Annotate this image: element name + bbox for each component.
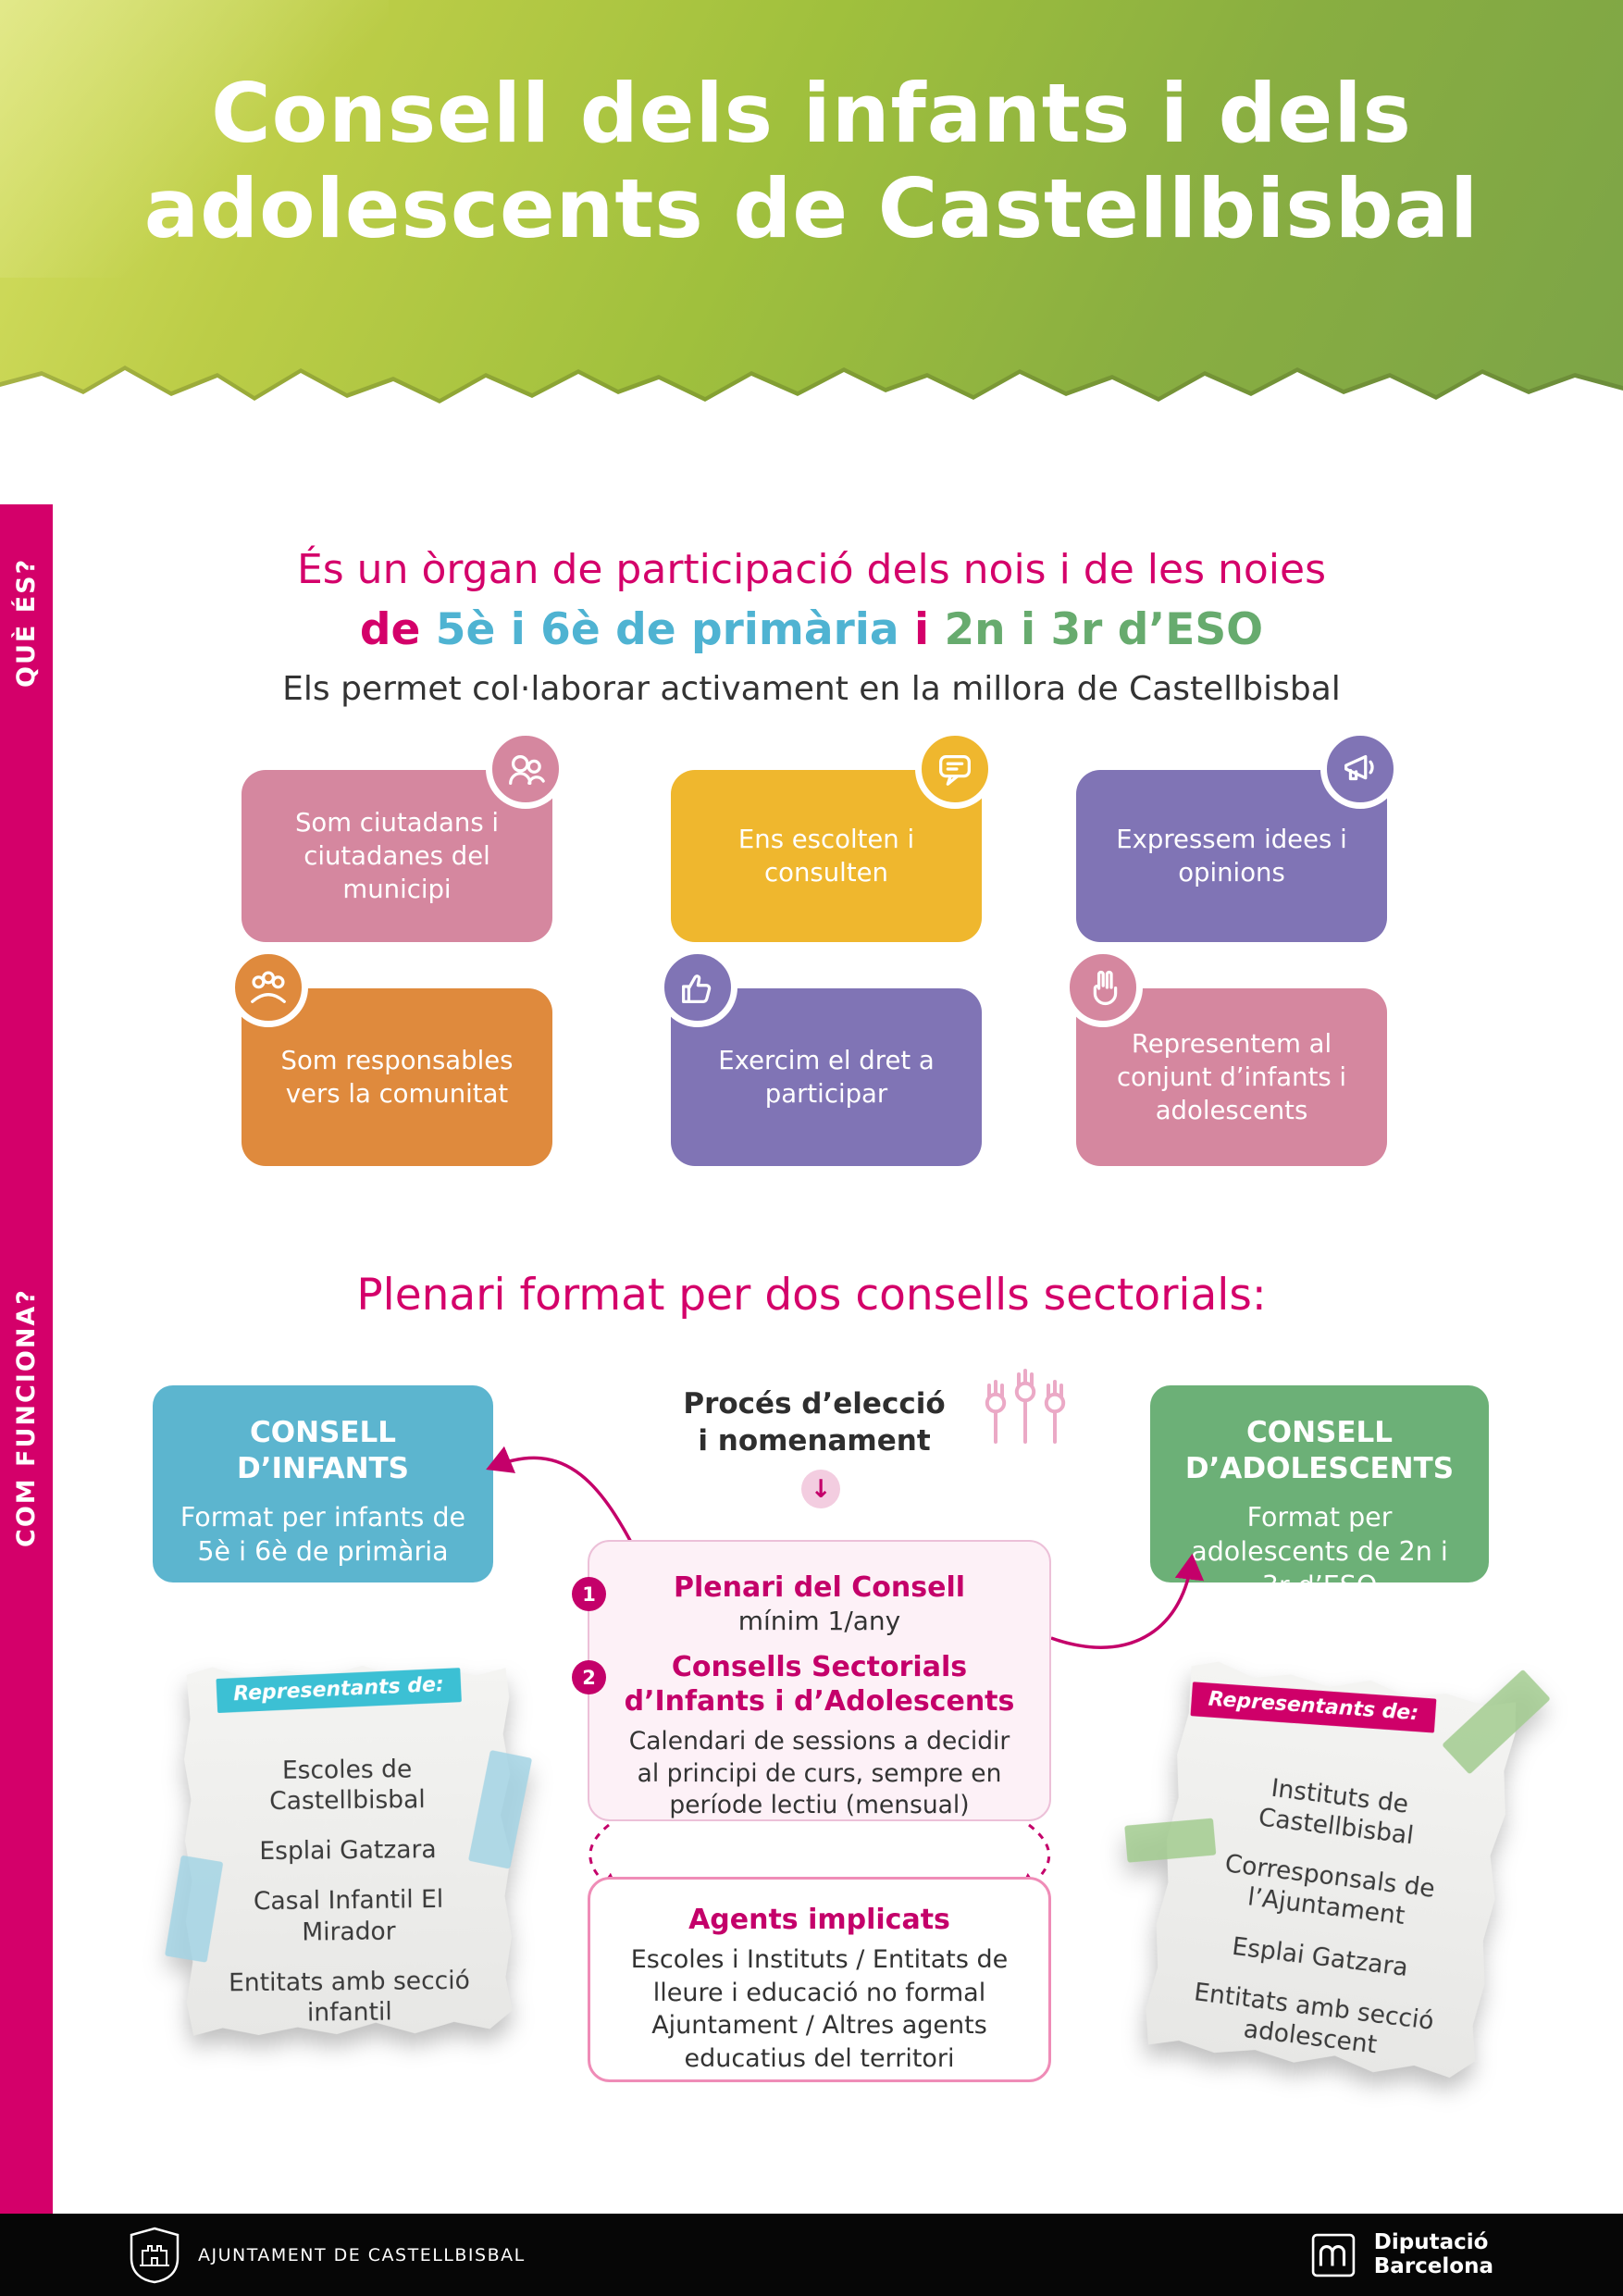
diputacio-line2: Barcelona (1373, 2253, 1493, 2278)
group-icon (229, 948, 308, 1027)
intro-line2: de 5è i 6è de primària i 2n i 3r d’ESO (0, 604, 1623, 655)
card-exercim: Exercim el dret a participar (658, 948, 982, 1166)
diputacio-icon (1311, 2233, 1355, 2277)
plenari-item2-body: Calendari de sessions a decidir al princ… (628, 1727, 1010, 1820)
note-adolescents: Representants de: Instituts de Castellbi… (1124, 1658, 1551, 2085)
page-title-line1: Consell dels infants i dels (211, 66, 1412, 161)
section2-heading: Plenari format per dos consells sectoria… (356, 1270, 1267, 1321)
list-item: Corresponsals de l’Ajuntament (1223, 1849, 1437, 1931)
page-title-line2: adolescents de Castellbisbal (143, 160, 1480, 256)
intro-line2-i: i (898, 604, 945, 655)
intro-subtitle: Els permet col·laborar activament en la … (282, 670, 1341, 708)
card-responsables: Som responsables vers la comunitat (229, 948, 552, 1166)
thumbs-up-icon (658, 948, 737, 1027)
step-1-badge: 1 (572, 1577, 606, 1611)
list-item: Casal Infantil El Mirador (253, 1885, 444, 1947)
consell-infants-box: CONSELL D’INFANTS Format per infants de … (153, 1385, 493, 1582)
list-item: Entitats amb secció adolescent (1192, 1977, 1436, 2060)
plenari-item1-title: Plenari del Consell (673, 1571, 966, 1604)
diputacio-label: Diputació Barcelona (1373, 2229, 1493, 2279)
diputacio-line1: Diputació (1373, 2229, 1489, 2254)
card-ciutadans-label: Som ciutadans i ciutadanes del municipi (294, 807, 500, 905)
raised-hands-icon (985, 1369, 1066, 1444)
process-title-line1: Procés d’elecció (683, 1387, 946, 1421)
plenari-item2-title: Consells Sectorials d’Infants i d’Adoles… (624, 1651, 1015, 1718)
card-expressem: Expressem idees i opinions (1076, 729, 1400, 942)
consell-infants-body: Format per infants de 5è i 6è de primàri… (180, 1501, 466, 1567)
intro-line2-de: de (359, 604, 436, 655)
list-item: Esplai Gatzara (259, 1835, 437, 1867)
plenari-item1-body: mínim 1/any (737, 1606, 901, 1636)
agents-body: Escoles i Instituts / Entitats de lleure… (630, 1945, 1009, 2073)
process-title-line2: i nomenament (698, 1424, 931, 1458)
ajuntament-logo: AJUNTAMENT DE CASTELLBISBAL (130, 2227, 526, 2284)
card-exercim-label: Exercim el dret a participar (718, 1045, 935, 1109)
intro-line2-eso: 2n i 3r d’ESO (944, 604, 1264, 655)
card-ciutadans: Som ciutadans i ciutadanes del municipi (242, 729, 565, 942)
process-title: Procés d’elecció i nomenament (638, 1385, 990, 1460)
consell-adolescents-body: Format per adolescents de 2n i 3r d’ESO (1191, 1501, 1448, 1601)
card-responsables-label: Som responsables vers la comunitat (280, 1045, 514, 1109)
card-representem-label: Representem al conjunt d’infants i adole… (1116, 1028, 1347, 1126)
people-icon (486, 729, 565, 809)
agents-box: Agents implicats Escoles i Instituts / E… (588, 1877, 1051, 2082)
castle-shield-icon (130, 2227, 180, 2283)
diputacio-logo: Diputació Barcelona (1311, 2229, 1493, 2279)
step-2-badge: 2 (572, 1660, 606, 1694)
note-infants: Representants de: Escoles de Castellbisb… (164, 1664, 533, 2036)
note-infants-items: Escoles de Castellbisbal Esplai Gatzara … (204, 1753, 492, 2048)
plenari-box: 1 2 Plenari del Consell mínim 1/any Cons… (572, 1540, 1051, 1821)
consell-adolescents-box: CONSELL D’ADOLESCENTS Format per adolesc… (1150, 1385, 1489, 1601)
header-banner: Consell dels infants i dels adolescents … (0, 0, 1623, 437)
peace-hand-icon (1063, 948, 1143, 1027)
down-arrow-icon: ↓ (801, 1470, 840, 1508)
megaphone-icon (1320, 729, 1400, 809)
page-title: Consell dels infants i dels adolescents … (0, 66, 1623, 257)
list-item: Entitats amb secció infantil (228, 1966, 470, 2028)
list-item: Escoles de Castellbisbal (269, 1755, 426, 1817)
torn-paper-edge (0, 366, 1623, 437)
note-adolescents-items: Instituts de Castellbisbal Corresponsals… (1161, 1763, 1487, 2089)
ajuntament-label: AJUNTAMENT DE CASTELLBISBAL (198, 2244, 526, 2265)
consell-adolescents-title: CONSELL D’ADOLESCENTS (1184, 1416, 1455, 1485)
intro-line2-primaria: 5è i 6è de primària (435, 604, 899, 655)
footer-bar: AJUNTAMENT DE CASTELLBISBAL Diputació Ba… (0, 2214, 1623, 2296)
speech-bubble-icon (915, 729, 995, 809)
consell-infants-title: CONSELL D’INFANTS (236, 1416, 409, 1485)
agents-title: Agents implicats (688, 1904, 950, 1936)
card-escolten-label: Ens escolten i consulten (737, 824, 915, 887)
card-representem: Representem al conjunt d’infants i adole… (1063, 948, 1387, 1166)
sidebar-strip: QUÈ ÉS? COM FUNCIONA? (0, 504, 53, 2214)
card-expressem-label: Expressem idees i opinions (1116, 824, 1347, 887)
card-escolten: Ens escolten i consulten (671, 729, 995, 942)
intro-line1: És un òrgan de participació dels nois i … (296, 546, 1327, 593)
